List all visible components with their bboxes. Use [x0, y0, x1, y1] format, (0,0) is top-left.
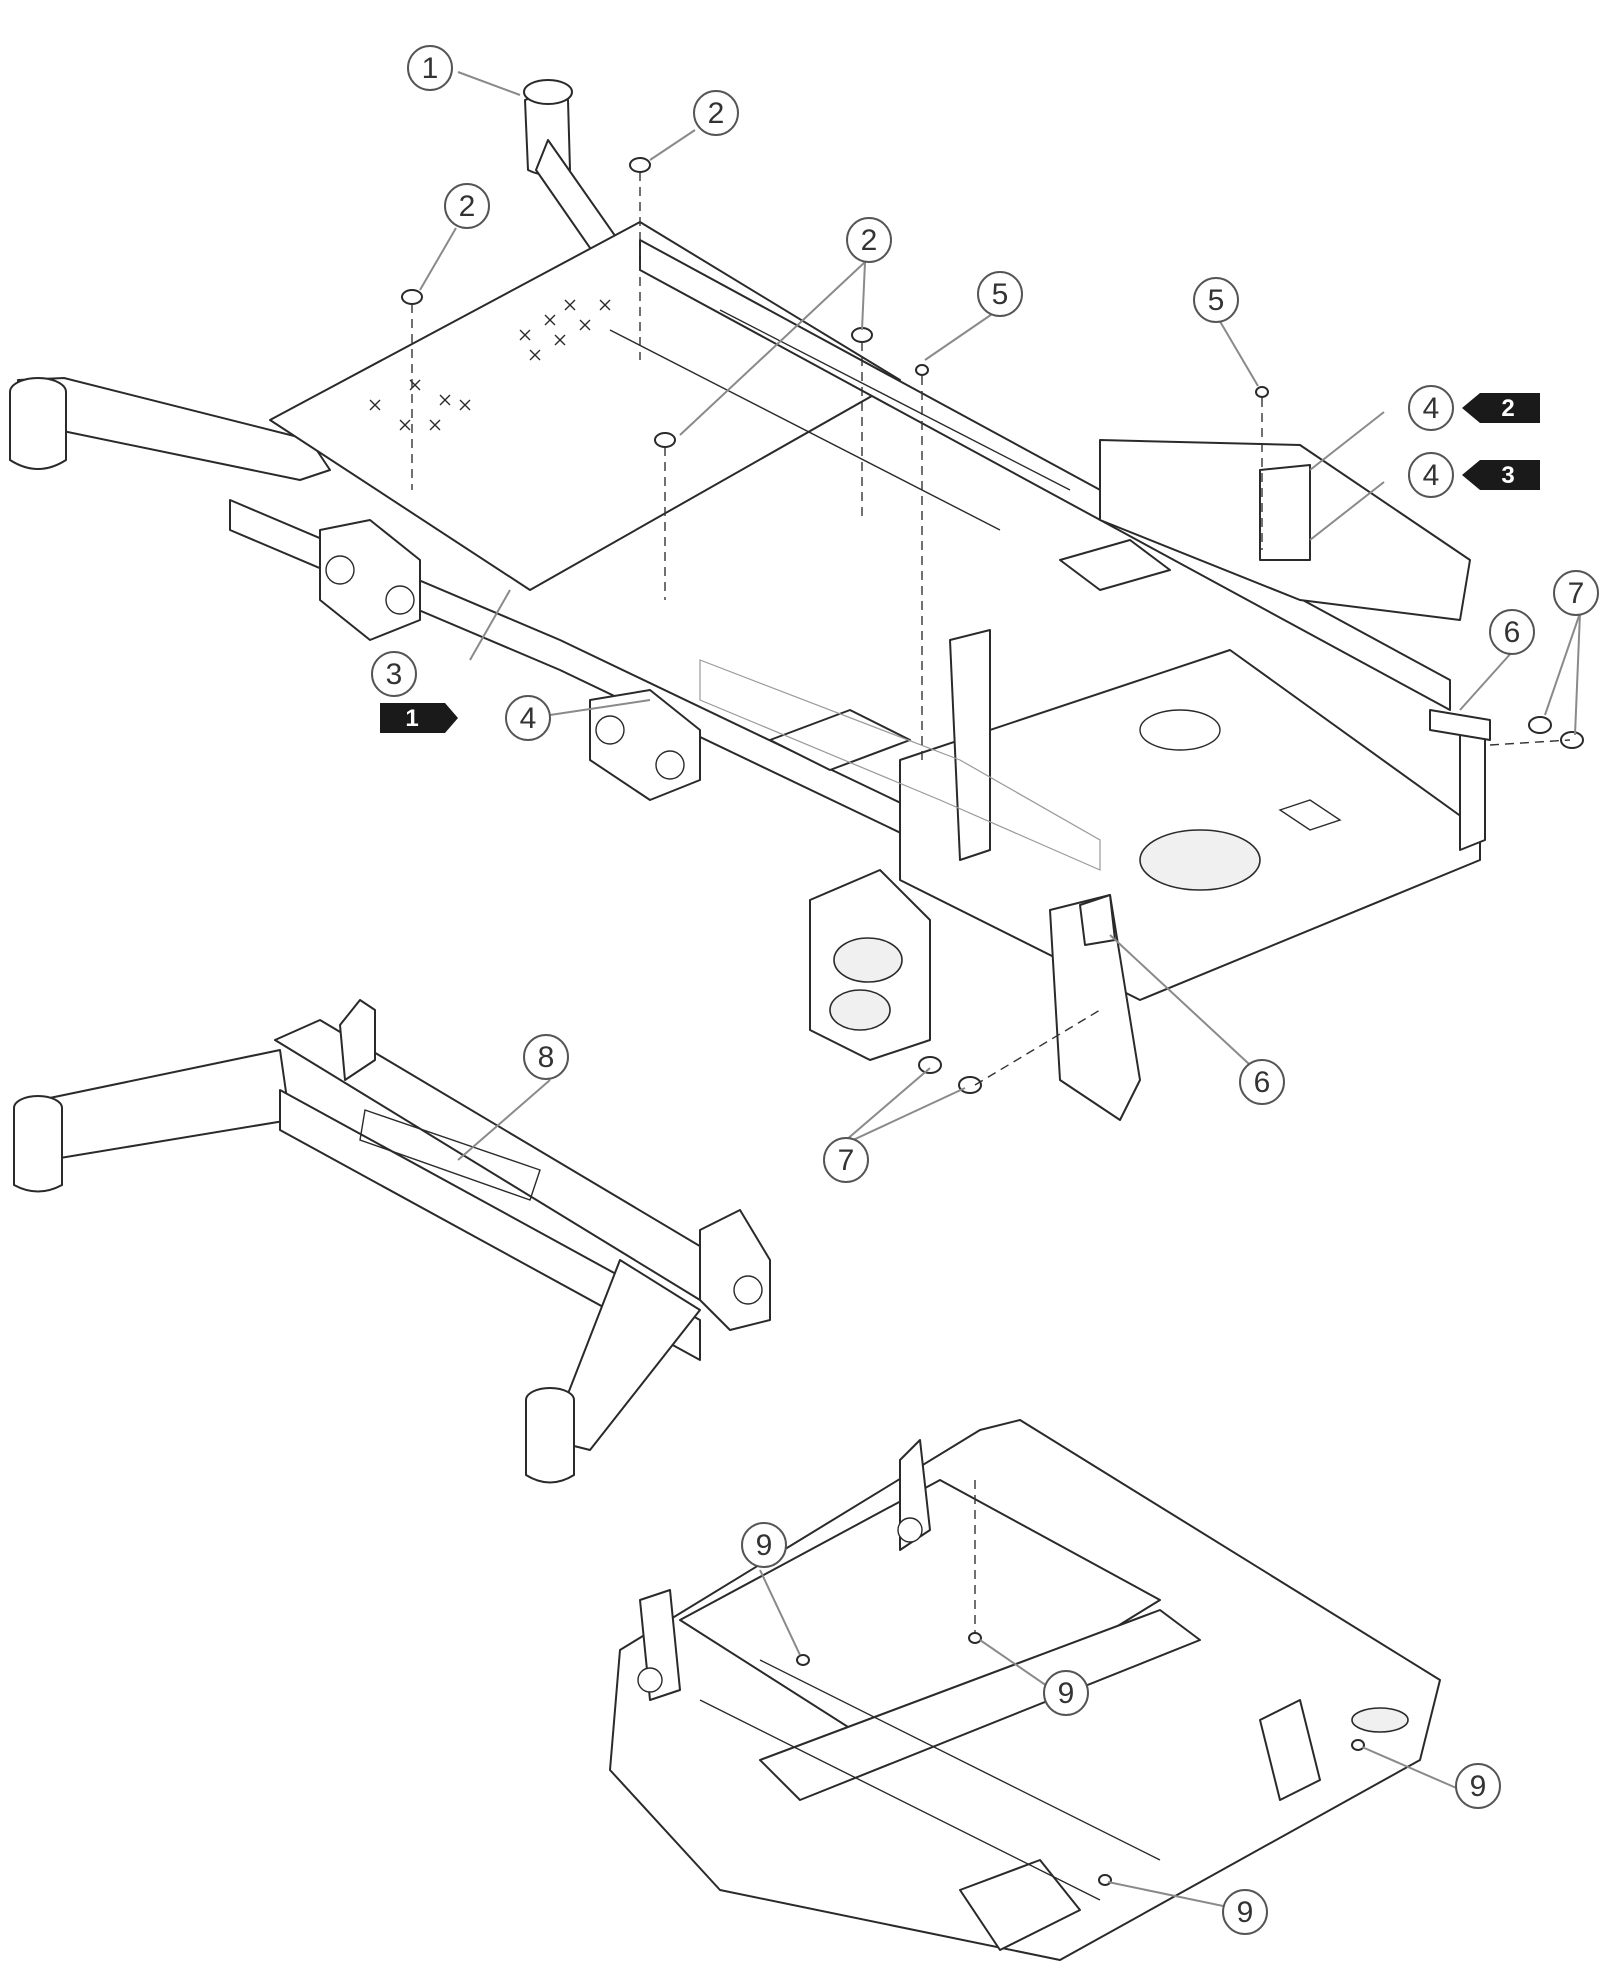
- lower-frame-view: [609, 1419, 1441, 1961]
- cross-plate-b: [1059, 539, 1171, 591]
- tie-bar: [609, 329, 1001, 531]
- callout-circle: [1222, 1889, 1268, 1935]
- callout-c7a: 7: [1553, 570, 1599, 616]
- callout-circle: [407, 45, 453, 91]
- front-caster-arm: [9, 79, 661, 481]
- switch-bracket: [1259, 464, 1311, 561]
- callout-circle: [741, 1522, 787, 1568]
- callout-c4b: 4: [1408, 385, 1454, 431]
- callout-circle: [1043, 1670, 1089, 1716]
- callout-c9d: 9: [1222, 1889, 1268, 1935]
- callout-circle: [505, 695, 551, 741]
- flag-layer: 1 2 3: [380, 393, 1540, 733]
- edge-guard: [1429, 709, 1491, 741]
- callout-number: 5: [992, 278, 1009, 311]
- callout-circle: [693, 90, 739, 136]
- flag-shape: [1462, 460, 1540, 490]
- callout-circle: [1408, 452, 1454, 498]
- flag-shape: [380, 703, 458, 733]
- callout-number: 4: [1423, 392, 1440, 425]
- callout-circle: [1553, 570, 1599, 616]
- hidden-outline: [699, 659, 1101, 871]
- callout-circle: [1455, 1763, 1501, 1809]
- flag-f1: 1: [380, 703, 458, 733]
- callout-c4a: 4: [505, 695, 551, 741]
- callout-c1: 1: [407, 45, 453, 91]
- callout-layer: 1 2 2 2 3 4 4 4 5 5 6 6 7 7 8 9 9 9 9: [371, 45, 1599, 1935]
- callout-circle: [523, 1034, 569, 1080]
- flag-number: 1: [405, 705, 418, 732]
- callout-number: 4: [520, 702, 537, 735]
- callout-number: 7: [1568, 577, 1585, 610]
- assembly-lines: [411, 172, 1571, 1086]
- callout-number: 9: [1237, 1896, 1254, 1929]
- callout-number: 2: [708, 97, 725, 130]
- pivot-bracket: [319, 519, 701, 801]
- flag-number: 3: [1501, 462, 1514, 489]
- front-axle-subassembly: [13, 999, 771, 1484]
- callout-circle: [823, 1137, 869, 1183]
- plug-set: [401, 157, 1269, 448]
- callout-c2a: 2: [693, 90, 739, 136]
- callout-circle: [977, 271, 1023, 317]
- callout-circle: [846, 217, 892, 263]
- callout-circle: [1239, 1059, 1285, 1105]
- callout-circle: [371, 651, 417, 697]
- callout-c5b: 5: [1193, 277, 1239, 323]
- flag-f2: 2: [1462, 393, 1540, 423]
- callout-circle: [1489, 609, 1535, 655]
- floor-pan: [899, 649, 1481, 1001]
- callout-c9a: 9: [741, 1522, 787, 1568]
- callout-number: 9: [756, 1529, 773, 1562]
- callout-c4c: 4: [1408, 452, 1454, 498]
- callout-circle: [1408, 385, 1454, 431]
- cross-plate-a: [769, 709, 911, 771]
- callout-number: 7: [838, 1144, 855, 1177]
- flag-number: 2: [1501, 395, 1514, 422]
- callout-c9b: 9: [1043, 1670, 1089, 1716]
- callout-number: 2: [861, 224, 878, 257]
- main-frame-assembly: [9, 79, 1584, 1121]
- callout-number: 2: [459, 190, 476, 223]
- tie-bar-2: [719, 309, 1071, 491]
- callout-number: 3: [386, 658, 403, 691]
- callout-c2c: 2: [846, 217, 892, 263]
- callout-number: 6: [1254, 1066, 1271, 1099]
- flag-f3: 3: [1462, 460, 1540, 490]
- callout-c6b: 6: [1239, 1059, 1285, 1105]
- callout-c8: 8: [523, 1034, 569, 1080]
- callout-c7b: 7: [823, 1137, 869, 1183]
- leader-lines: [419, 71, 1581, 1908]
- callout-number: 5: [1208, 284, 1225, 317]
- edge-guard-2: [1079, 894, 1116, 946]
- left-upright: [949, 629, 991, 861]
- callout-c3: 3: [371, 651, 417, 697]
- callout-number: 6: [1504, 616, 1521, 649]
- callout-c9c: 9: [1455, 1763, 1501, 1809]
- callout-c6a: 6: [1489, 609, 1535, 655]
- callout-number: 9: [1058, 1677, 1075, 1710]
- callout-c5a: 5: [977, 271, 1023, 317]
- callout-number: 4: [1423, 459, 1440, 492]
- callout-circle: [1193, 277, 1239, 323]
- callout-circle: [444, 183, 490, 229]
- callout-number: 9: [1470, 1770, 1487, 1803]
- callout-number: 1: [422, 52, 439, 85]
- flag-shape: [1462, 393, 1540, 423]
- callout-c2b: 2: [444, 183, 490, 229]
- callout-number: 8: [538, 1041, 555, 1074]
